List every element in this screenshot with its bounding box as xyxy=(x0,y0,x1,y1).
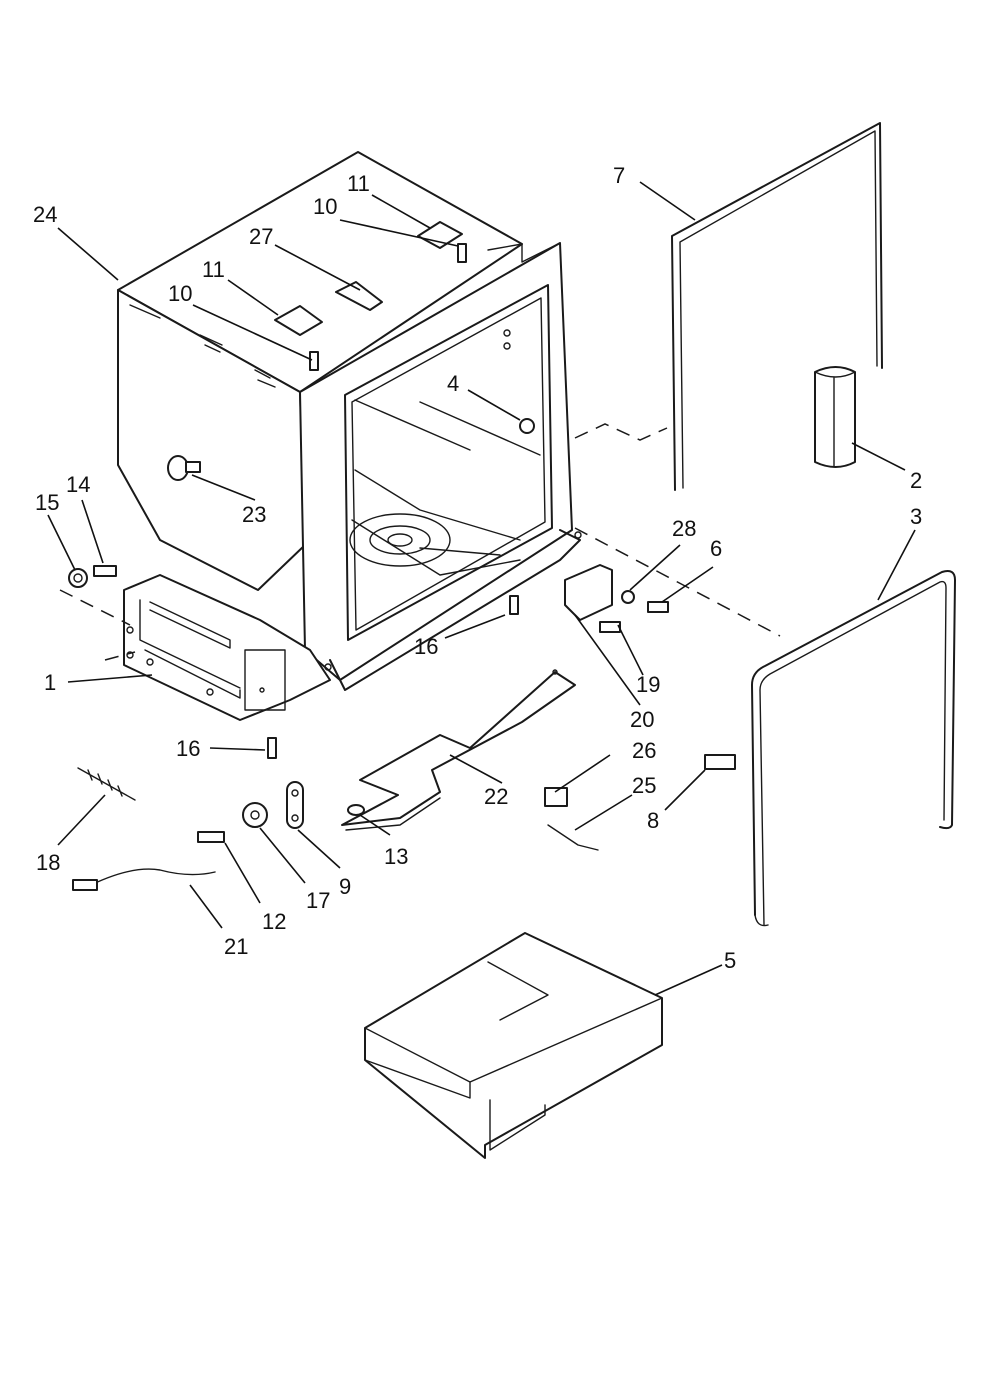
cover-plate xyxy=(341,669,576,831)
vent-tube xyxy=(814,366,856,468)
callout-2: 2 xyxy=(910,468,923,493)
side-gasket xyxy=(751,570,956,927)
callout-11: 11 xyxy=(347,171,370,196)
callout-13: 13 xyxy=(384,844,409,869)
tub-assembly xyxy=(117,151,582,691)
callout-21: 21 xyxy=(224,934,249,959)
leader-lines xyxy=(47,181,916,996)
callout-23: 23 xyxy=(242,502,267,527)
callout-17: 17 xyxy=(306,888,331,913)
callout-12: 12 xyxy=(262,909,287,934)
callout-3: 3 xyxy=(910,504,923,529)
small-parts xyxy=(68,221,736,891)
callout-25: 25 xyxy=(632,773,657,798)
alignment-lines xyxy=(59,423,781,661)
callout-10: 10 xyxy=(313,194,338,219)
callout-14: 14 xyxy=(66,472,91,497)
callout-20: 20 xyxy=(630,707,655,732)
callout-28: 28 xyxy=(672,516,697,541)
callout-22: 22 xyxy=(484,784,509,809)
callout-10: 10 xyxy=(168,281,193,306)
callout-24: 24 xyxy=(33,202,58,227)
callout-5: 5 xyxy=(724,948,737,973)
callout-15: 15 xyxy=(35,490,60,515)
callout-9: 9 xyxy=(339,874,352,899)
door-gasket xyxy=(671,122,883,491)
callout-11: 11 xyxy=(202,257,225,282)
callout-4: 4 xyxy=(447,371,460,396)
callout-7: 7 xyxy=(613,163,626,188)
callout-16: 16 xyxy=(176,736,201,761)
callout-6: 6 xyxy=(710,536,723,561)
callout-19: 19 xyxy=(636,672,661,697)
callout-1: 1 xyxy=(44,670,57,695)
toe-panel xyxy=(364,932,663,1159)
callout-16: 16 xyxy=(414,634,439,659)
callout-8: 8 xyxy=(647,808,660,833)
callout-27: 27 xyxy=(249,224,274,249)
base-frame xyxy=(123,574,331,721)
callout-26: 26 xyxy=(632,738,657,763)
callout-18: 18 xyxy=(36,850,61,875)
